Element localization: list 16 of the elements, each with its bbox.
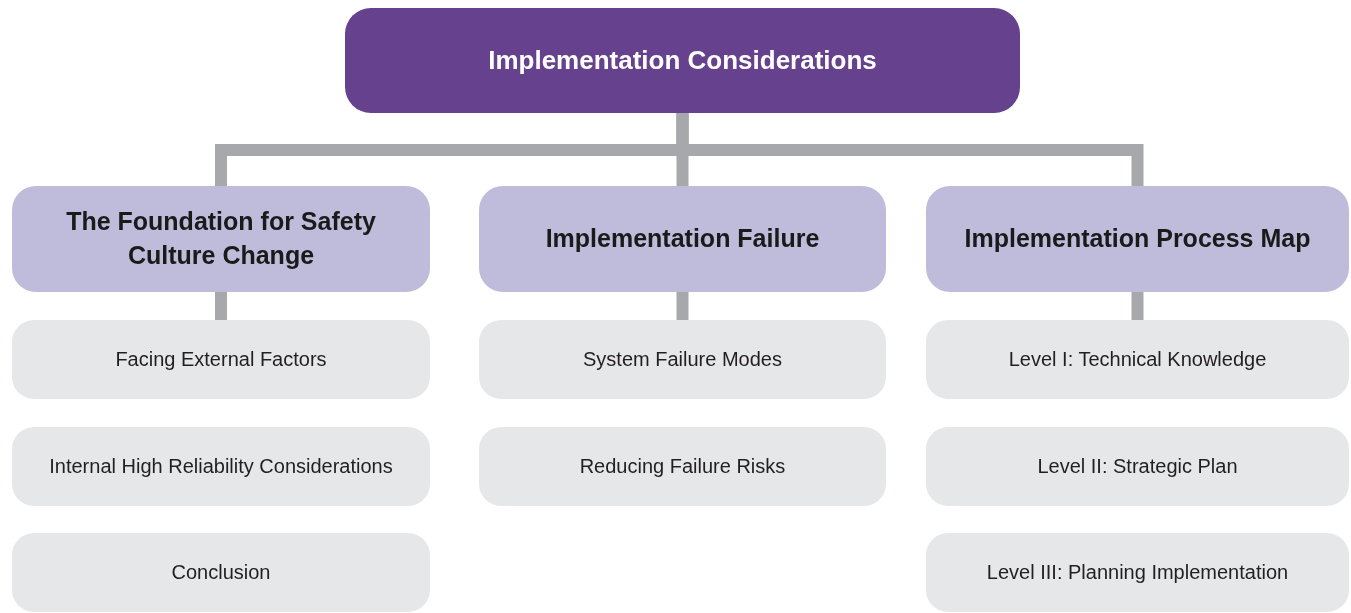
category-box: Implementation Failure <box>479 186 886 292</box>
title-box: Implementation Considerations <box>345 8 1020 113</box>
connector-line <box>676 113 1144 186</box>
connector-line <box>215 292 227 320</box>
topic-box: Level I: Technical Knowledge <box>926 320 1349 399</box>
topic-box: Facing External Factors <box>12 320 430 399</box>
topic-box: Conclusion <box>12 533 430 612</box>
topic-box: Reducing Failure Risks <box>479 427 886 506</box>
connector-line <box>676 292 689 320</box>
topic-box: Internal High Reliability Considerations <box>12 427 430 506</box>
topic-box: System Failure Modes <box>479 320 886 399</box>
connector-line <box>1131 292 1144 320</box>
category-box: Implementation Process Map <box>926 186 1349 292</box>
topic-box: Level II: Strategic Plan <box>926 427 1349 506</box>
topic-box: Level III: Planning Implementation <box>926 533 1349 612</box>
category-box: The Foundation for Safety Culture Change <box>12 186 430 292</box>
